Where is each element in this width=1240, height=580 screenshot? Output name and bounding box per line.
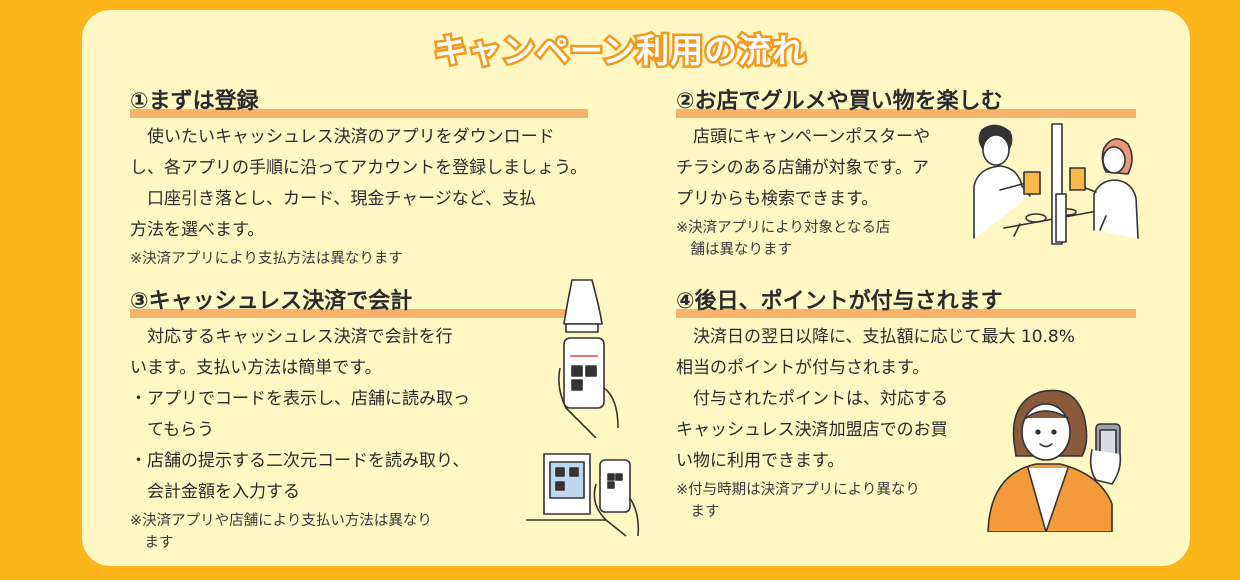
step-4-section: ④後日、ポイントが付与されます 決済日の翌日以降に、支払額に応じて最大 10.8… <box>676 288 1146 523</box>
step-4-body: 決済日の翌日以降に、支払額に応じて最大 10.8% 相当のポイントが付与されます… <box>676 327 1075 471</box>
content-card <box>82 10 1190 566</box>
step-1-heading: ①まずは登録 <box>130 88 600 118</box>
step-4-heading: ④後日、ポイントが付与されます <box>676 288 1146 318</box>
step-2-section: ②お店でグルメや買い物を楽しむ 店頭にキャンペーンポスターや チラシのある店舗が… <box>676 88 1146 261</box>
step-1-body: 使いたいキャッシュレス決済のアプリをダウンロード し、各アプリの手順に沿ってアカ… <box>130 127 588 240</box>
step-2-heading: ②お店でグルメや買い物を楽しむ <box>676 88 1146 118</box>
step-3-section: ③キャッシュレス決済で会計 対応するキャッシュレス決済で会計を行 います。支払い… <box>130 288 600 554</box>
step-1-note: ※決済アプリにより支払方法は異なります <box>130 251 403 267</box>
toasting-people-illustration <box>973 123 1139 245</box>
step-2-body: 店頭にキャンペーンポスターや チラシのある店舗が対象です。ア プリからも検索でき… <box>676 127 931 209</box>
step-2-note: ※決済アプリにより対象となる店 舗は異なります <box>676 220 891 258</box>
woman-with-phone-illustration <box>987 389 1122 532</box>
step-3-heading: ③キャッシュレス決済で会計 <box>130 288 600 318</box>
step-4-note: ※付与時期は決済アプリにより異なり ます <box>676 482 920 520</box>
barcode-scanner-phone-illustration <box>558 279 619 438</box>
step-1-section: ①まずは登録 使いたいキャッシュレス決済のアプリをダウンロード し、各アプリの手… <box>130 88 600 270</box>
qr-display-phone-illustration <box>526 453 640 537</box>
step-3-body: 対応するキャッシュレス決済で会計を行 います。支払い方法は簡単です。 ・アプリで… <box>130 327 470 502</box>
step-3-note: ※決済アプリや店舗により支払い方法は異なり ます <box>130 513 432 551</box>
page-title: キャンペーン利用の流れ <box>431 29 807 73</box>
